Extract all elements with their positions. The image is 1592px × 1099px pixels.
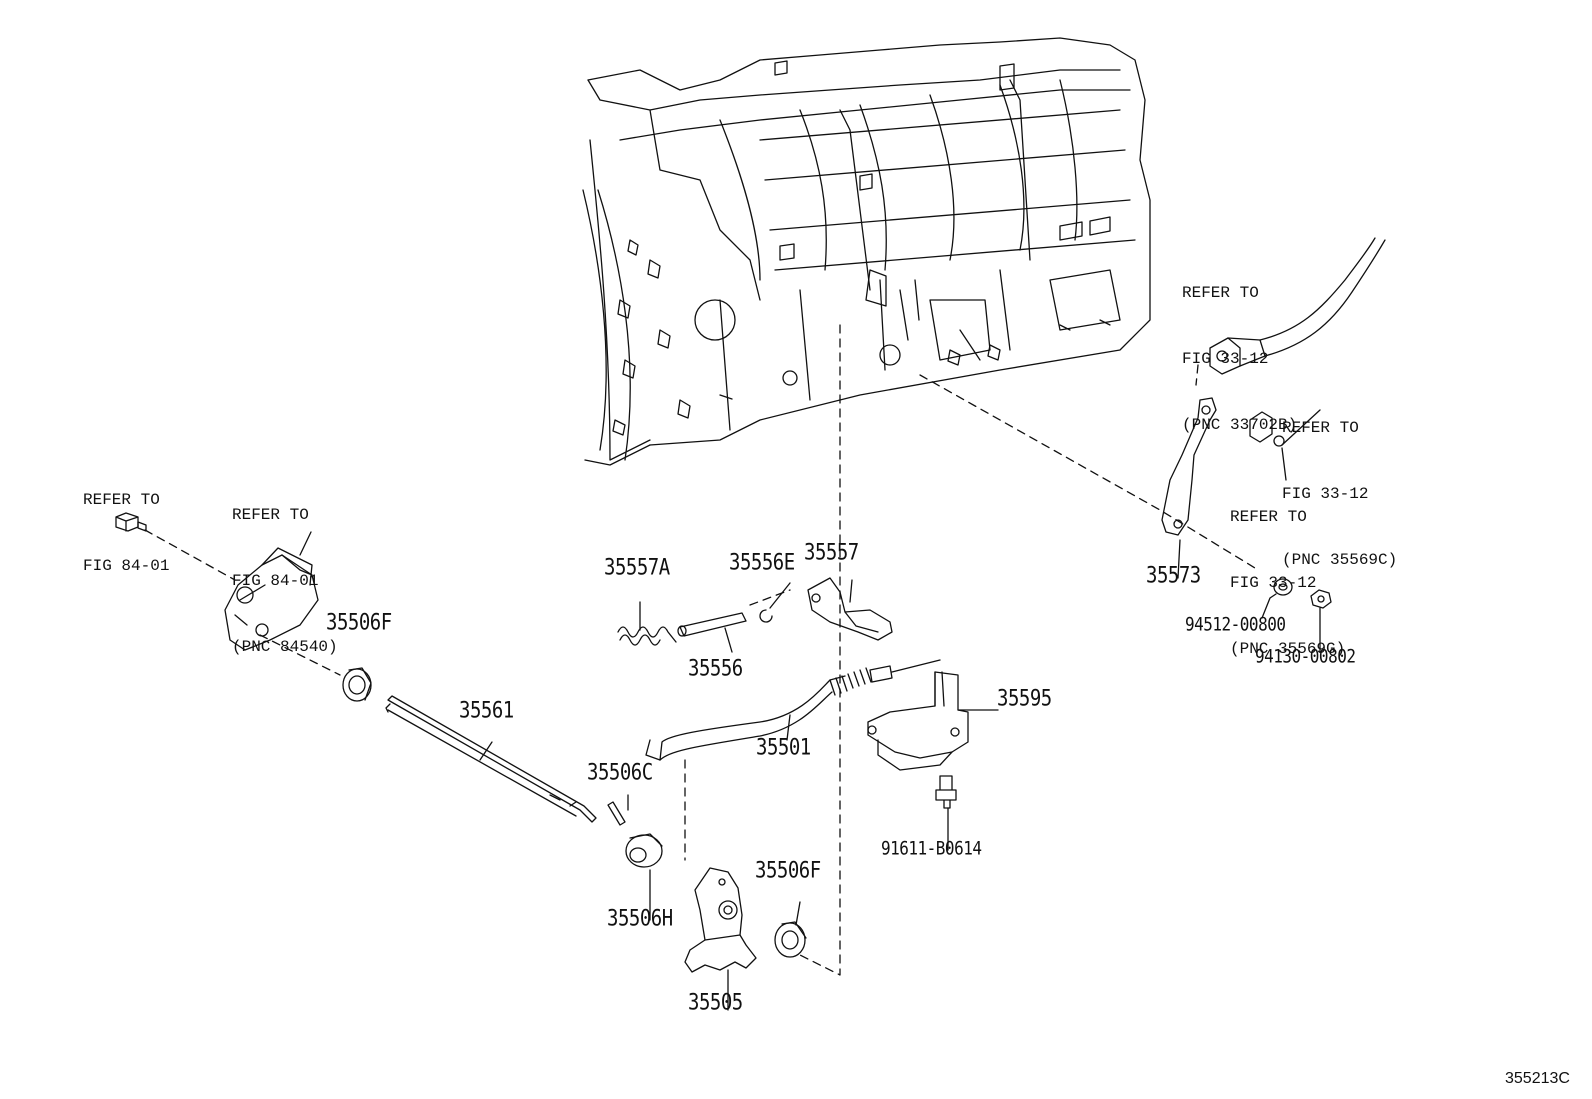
pin-35506C xyxy=(608,802,625,825)
figure-ref: FIG 33-12 xyxy=(1282,485,1369,503)
bolt-91611-B0614 xyxy=(936,776,956,808)
part-number-35557[interactable]: 35557 xyxy=(804,540,859,566)
control-rod-35573 xyxy=(1162,398,1216,535)
manual-valve-shaft-35561 xyxy=(386,696,596,822)
bushing-33-12 xyxy=(1210,338,1265,374)
detent-plate-35505 xyxy=(685,868,756,972)
washer-94512-00800 xyxy=(1274,579,1292,595)
oil-seal-35506F-b xyxy=(775,922,806,957)
lever-35557 xyxy=(808,578,892,640)
oil-seal-35506F-a xyxy=(343,668,371,701)
nut-94130-00802 xyxy=(1311,590,1331,608)
solid-leaders xyxy=(300,410,1320,1010)
bolt-84-01 xyxy=(116,513,146,531)
refer-fig-84-01-bolt: REFER TO FIG 84-01 xyxy=(83,445,169,599)
figure-ref: FIG 84-01 xyxy=(83,557,170,575)
part-number-94512-00800[interactable]: 94512-00800 xyxy=(1185,613,1286,635)
bushing-35569C xyxy=(1250,412,1284,446)
refer-fig-84-01-switch: REFER TO FIG 84-01 (PNC 84540) xyxy=(232,460,338,680)
part-number-91611-B0614[interactable]: 91611-B0614 xyxy=(881,837,982,859)
refer-fig-33-12-bushing-c: REFER TO FIG 33-12 (PNC 35569C) xyxy=(1282,373,1397,593)
shift-cable-33702B xyxy=(1260,238,1385,356)
refer-fig-33-12-cable: REFER TO FIG 33-12 (PNC 33702B) xyxy=(1182,238,1297,458)
pin-35556 xyxy=(678,613,746,636)
pnc-ref: (PNC 35569G) xyxy=(1230,640,1346,658)
figure-id: 355213C xyxy=(1505,1070,1570,1087)
part-number-35505[interactable]: 35505 xyxy=(688,990,743,1016)
part-number-35506H[interactable]: 35506H xyxy=(607,906,673,932)
part-number-35595[interactable]: 35595 xyxy=(997,686,1052,712)
pnc-ref: (PNC 33702B) xyxy=(1182,416,1298,434)
refer-line: REFER TO xyxy=(1282,419,1359,437)
part-number-35501[interactable]: 35501 xyxy=(756,735,811,761)
part-number-35506C[interactable]: 35506C xyxy=(587,760,653,786)
part-number-94130-00802[interactable]: 94130-00802 xyxy=(1255,645,1356,667)
part-number-35506F-b[interactable]: 35506F xyxy=(755,858,821,884)
refer-fig-33-12-bushing-g: REFER TO FIG 33-12 (PNC 35569G) xyxy=(1230,462,1345,682)
dashed-leaders xyxy=(145,325,1255,975)
e-ring-35556E xyxy=(760,610,772,622)
cable-35501 xyxy=(646,660,940,760)
bracket-35595 xyxy=(868,672,968,770)
refer-line: REFER TO xyxy=(83,491,160,509)
figure-ref: FIG 33-12 xyxy=(1230,574,1317,592)
refer-line: REFER TO xyxy=(232,506,309,524)
transmission-assembly xyxy=(583,38,1150,465)
neutral-start-switch xyxy=(225,548,318,650)
figure-ref: FIG 84-01 xyxy=(232,572,319,590)
pnc-ref: (PNC 35569C) xyxy=(1282,551,1398,569)
part-number-35557A[interactable]: 35557A xyxy=(604,555,670,581)
refer-line: REFER TO xyxy=(1182,284,1259,302)
figure-ref: FIG 33-12 xyxy=(1182,350,1269,368)
part-number-35573[interactable]: 35573 xyxy=(1146,563,1201,589)
part-number-35561[interactable]: 35561 xyxy=(459,698,514,724)
part-number-35506F-a[interactable]: 35506F xyxy=(326,610,392,636)
pnc-ref: (PNC 84540) xyxy=(232,638,338,656)
part-number-35556[interactable]: 35556 xyxy=(688,656,743,682)
collar-35506H xyxy=(626,834,662,867)
part-number-35556E[interactable]: 35556E xyxy=(729,550,795,576)
spring-35557A xyxy=(618,627,676,645)
refer-line: REFER TO xyxy=(1230,508,1307,526)
